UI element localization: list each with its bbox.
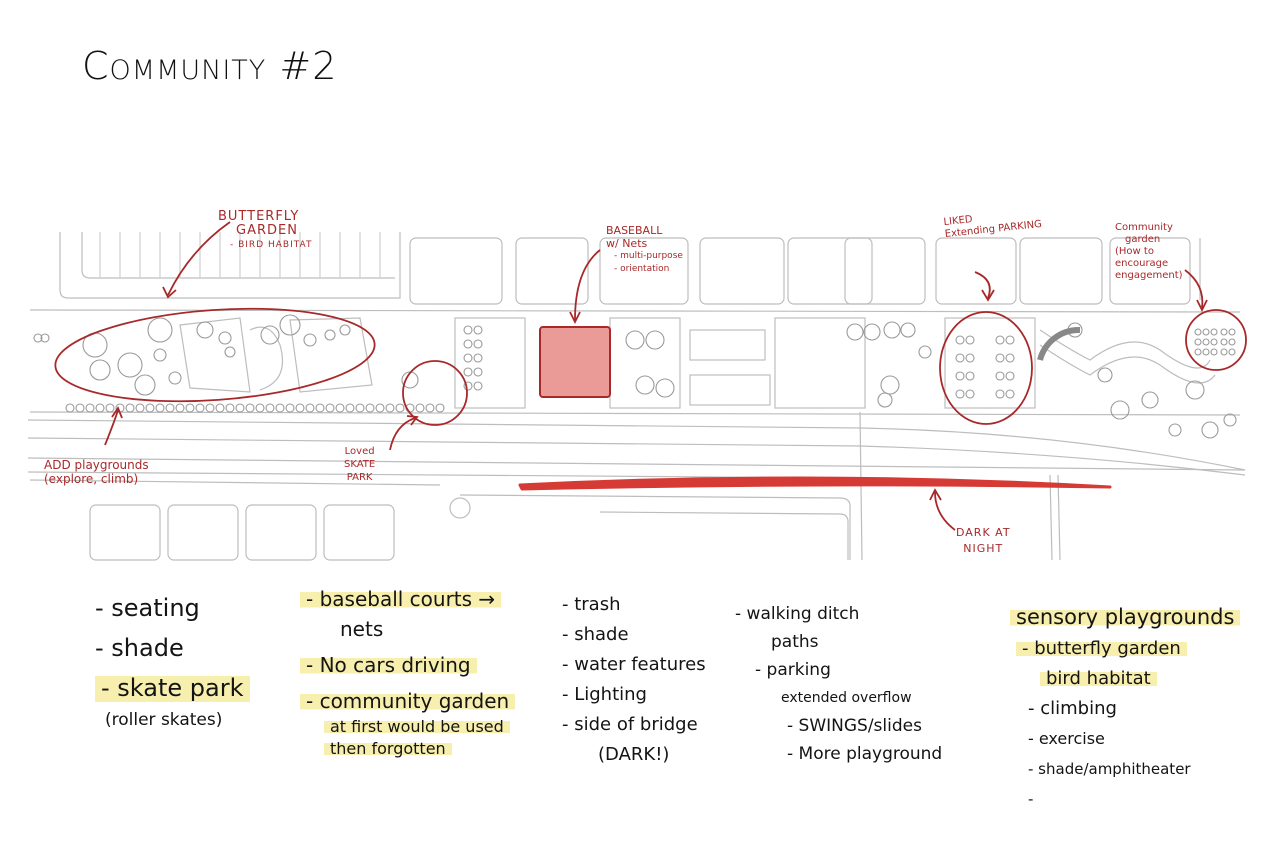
note-item: sensory playgrounds — [1010, 605, 1241, 629]
page-title: Community #2 — [82, 44, 338, 88]
note-item: nets — [340, 617, 384, 641]
note-item: - shade — [95, 634, 184, 662]
note-item: - shade — [562, 624, 629, 645]
dark-at-night-marker — [518, 476, 1112, 491]
note-item: at first would be used — [324, 717, 510, 736]
note-item: - butterfly garden — [1016, 638, 1187, 659]
note-item: then forgotten — [324, 739, 452, 758]
note-item: - side of bridge — [562, 714, 698, 735]
note-item: bird habitat — [1040, 668, 1157, 689]
note-item: - seating — [95, 594, 200, 622]
note-item: - exercise — [1028, 729, 1105, 748]
annotation-baseball: BASEBALL w/ Nets - multi-purpose - orien… — [606, 224, 683, 274]
note-item: - baseball courts → — [300, 587, 502, 611]
annotation-community-garden: Community garden (How to encourage engag… — [1115, 222, 1183, 281]
note-item: - — [1028, 790, 1034, 808]
note-item: - trash — [562, 594, 621, 615]
note-item: extended overflow — [781, 690, 912, 706]
note-item: - walking ditch — [735, 604, 860, 624]
note-item: - water features — [562, 654, 706, 675]
note-item: (roller skates) — [105, 710, 223, 730]
annotation-add-playgrounds: ADD playgrounds (explore, climb) — [44, 458, 149, 486]
note-item: - climbing — [1028, 698, 1117, 719]
note-item: - No cars driving — [300, 653, 477, 677]
annotation-loved-skate-park: Loved SKATE PARK — [344, 446, 376, 483]
annotation-marks — [54, 221, 1247, 531]
note-item: - shade/amphitheater — [1028, 760, 1191, 778]
note-item: - community garden — [300, 689, 516, 713]
notes-column-3: - trash - shade - water features - Light… — [562, 590, 706, 770]
note-item: - parking — [755, 660, 831, 680]
note-item: - Lighting — [562, 684, 647, 705]
notes-column-4: - walking ditch paths - parking extended… — [735, 600, 942, 768]
site-plan-drawing — [27, 221, 1247, 561]
note-item: - More playground — [787, 744, 943, 764]
notes-column-5: sensory playgrounds - butterfly garden b… — [1010, 602, 1241, 814]
note-item: - SWINGS/slides — [787, 716, 922, 736]
note-item: - skate park — [95, 668, 250, 708]
annotation-dark-at-night: DARK AT NIGHT — [956, 526, 1011, 555]
annotation-butterfly-garden: BUTTERFLY GARDEN - BIRD HABITAT — [218, 209, 313, 251]
baseball-court-highlight — [539, 326, 611, 398]
notes-column-2: - baseball courts → nets - No cars drivi… — [300, 584, 516, 760]
notes-column-1: - seating - shade - skate park (roller s… — [95, 588, 250, 732]
note-item: (DARK!) — [598, 744, 670, 765]
note-item: paths — [771, 632, 819, 652]
